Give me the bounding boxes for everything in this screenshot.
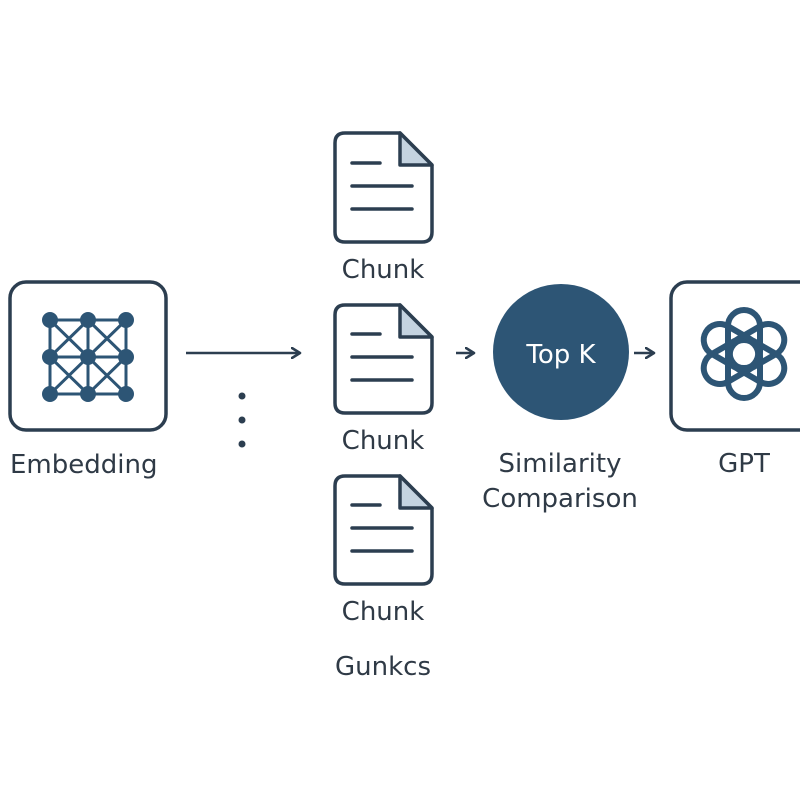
chunk-label-3: Chunk bbox=[341, 597, 425, 627]
chunk-label-1: Chunk bbox=[341, 255, 425, 285]
top-k-circle bbox=[493, 284, 629, 420]
ellipsis-dots bbox=[238, 392, 246, 448]
embedding-label: Embedding bbox=[10, 450, 158, 480]
embedding-node bbox=[8, 280, 168, 432]
gpt-node bbox=[669, 280, 800, 432]
document-icon bbox=[333, 474, 434, 586]
similarity-label-line1: Similarity bbox=[498, 449, 622, 479]
chunks-group-label: Gunkcs bbox=[334, 652, 432, 682]
top-k-label: Top K bbox=[526, 340, 596, 370]
openai-logo-icon bbox=[700, 307, 788, 401]
gpt-label: GPT bbox=[718, 449, 770, 479]
gpt-box bbox=[669, 280, 800, 432]
similarity-label-line2: Comparison bbox=[482, 484, 638, 514]
chunk-label-2: Chunk bbox=[341, 426, 425, 456]
document-icon bbox=[333, 303, 434, 415]
document-icon bbox=[333, 131, 434, 244]
grid-network-nodes bbox=[42, 312, 134, 402]
